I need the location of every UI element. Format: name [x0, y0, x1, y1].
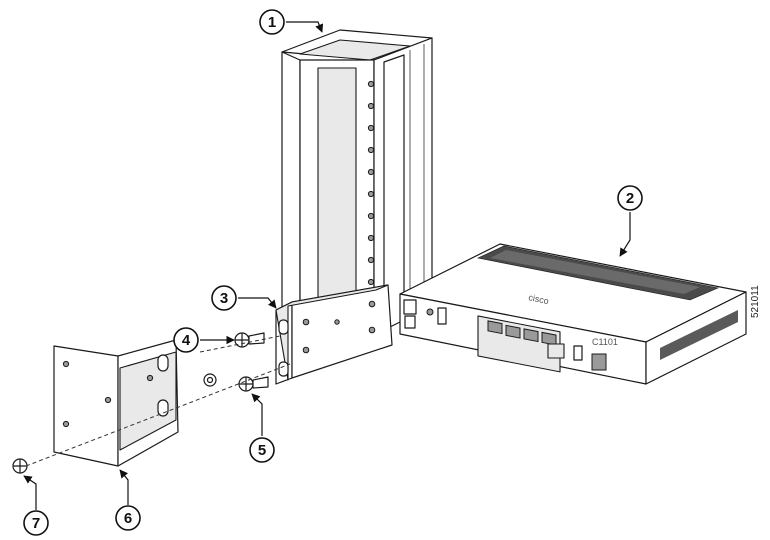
nut — [203, 373, 217, 387]
rack-holes — [367, 80, 375, 286]
router-front-panel: cisco C1101 — [403, 292, 618, 373]
svg-text:6: 6 — [124, 510, 132, 527]
rack-bracket — [275, 284, 393, 385]
rack-post — [281, 29, 433, 341]
mounting-bracket — [53, 339, 179, 467]
callout-4: 4 — [173, 327, 235, 353]
alignment-line-lower — [25, 363, 291, 467]
svg-text:4: 4 — [182, 332, 191, 349]
callout-3: 3 — [211, 285, 277, 311]
callout-5: 5 — [249, 393, 275, 463]
screw-4 — [234, 332, 265, 348]
svg-text:1: 1 — [268, 14, 276, 31]
callout-6: 6 — [115, 469, 141, 531]
svg-text:5: 5 — [258, 442, 266, 459]
callout-2: 2 — [617, 185, 643, 257]
svg-text:3: 3 — [220, 290, 228, 307]
screw-5 — [238, 376, 269, 392]
svg-text:2: 2 — [626, 190, 634, 207]
callout-7: 7 — [23, 475, 49, 536]
router-model-label: C1101 — [592, 337, 618, 347]
callout-1: 1 — [259, 9, 324, 35]
router: cisco C1101 — [399, 243, 747, 385]
figure-id: 521011 — [750, 285, 761, 318]
screw-7 — [12, 458, 28, 474]
svg-text:7: 7 — [32, 515, 40, 532]
router-logo: cisco — [528, 292, 550, 306]
